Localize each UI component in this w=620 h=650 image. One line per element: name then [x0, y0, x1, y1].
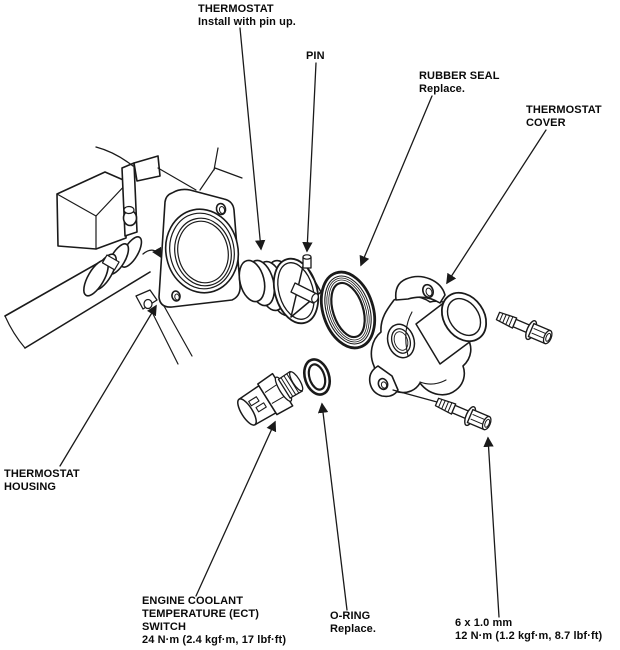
label-rubber-seal-note: Replace.	[419, 83, 466, 95]
label-o-ring: O-RING Replace.	[330, 610, 376, 636]
thermostat-housing-drawing	[5, 147, 246, 364]
leader-lines	[60, 28, 546, 617]
label-thermostat-cover-line2: COVER	[526, 117, 566, 129]
leader-o-ring	[317, 402, 347, 610]
thermostat-drawing	[235, 253, 325, 328]
label-pin-title: PIN	[306, 50, 325, 62]
label-cover-bolt-torque: 12 N·m (1.2 kgf·m, 8.7 lbf·ft)	[455, 630, 603, 642]
label-thermostat-cover: THERMOSTAT COVER	[526, 104, 602, 130]
leader-ect-switch	[196, 420, 277, 596]
label-thermostat: THERMOSTAT Install with pin up.	[198, 3, 296, 29]
flange-bolt-upper-drawing	[494, 307, 555, 348]
leader-thermostat-housing	[60, 304, 157, 466]
label-thermostat-title: THERMOSTAT	[198, 3, 274, 15]
leader-pin	[302, 63, 316, 253]
label-rubber-seal: RUBBER SEAL Replace.	[419, 70, 500, 96]
label-thermostat-housing-line1: THERMOSTAT	[4, 468, 80, 480]
thermostat-cover-drawing	[370, 277, 496, 403]
leader-thermostat-cover	[446, 130, 546, 285]
leader-cover-bolt	[483, 436, 499, 617]
label-ect-switch-line1: ENGINE COOLANT	[142, 595, 244, 607]
label-o-ring-note: Replace.	[330, 623, 377, 635]
label-thermostat-cover-line1: THERMOSTAT	[526, 104, 602, 116]
label-rubber-seal-title: RUBBER SEAL	[419, 70, 500, 82]
flange-bolt-lower-drawing	[433, 393, 494, 434]
label-thermostat-housing-line2: HOUSING	[4, 481, 57, 493]
label-ect-switch: ENGINE COOLANT TEMPERATURE (ECT) SWITCH …	[142, 595, 286, 647]
label-ect-switch-torque: 24 N·m (2.4 kgf·m, 17 lbf·ft)	[142, 634, 287, 646]
label-ect-switch-line2: TEMPERATURE (ECT)	[142, 608, 259, 620]
label-pin: PIN	[306, 50, 325, 63]
label-cover-bolt: 6 x 1.0 mm 12 N·m (1.2 kgf·m, 8.7 lbf·ft…	[455, 617, 602, 643]
rubber-seal-drawing	[312, 265, 384, 355]
label-cover-bolt-size: 6 x 1.0 mm	[455, 617, 513, 629]
label-ect-switch-line3: SWITCH	[142, 621, 186, 633]
leader-rubber-seal	[359, 96, 432, 267]
ect-switch-drawing	[232, 363, 309, 431]
label-o-ring-title: O-RING	[330, 610, 371, 622]
label-thermostat-housing: THERMOSTAT HOUSING	[4, 468, 80, 494]
o-ring-drawing	[300, 356, 334, 398]
label-thermostat-note: Install with pin up.	[198, 16, 296, 28]
leader-thermostat	[240, 28, 266, 251]
